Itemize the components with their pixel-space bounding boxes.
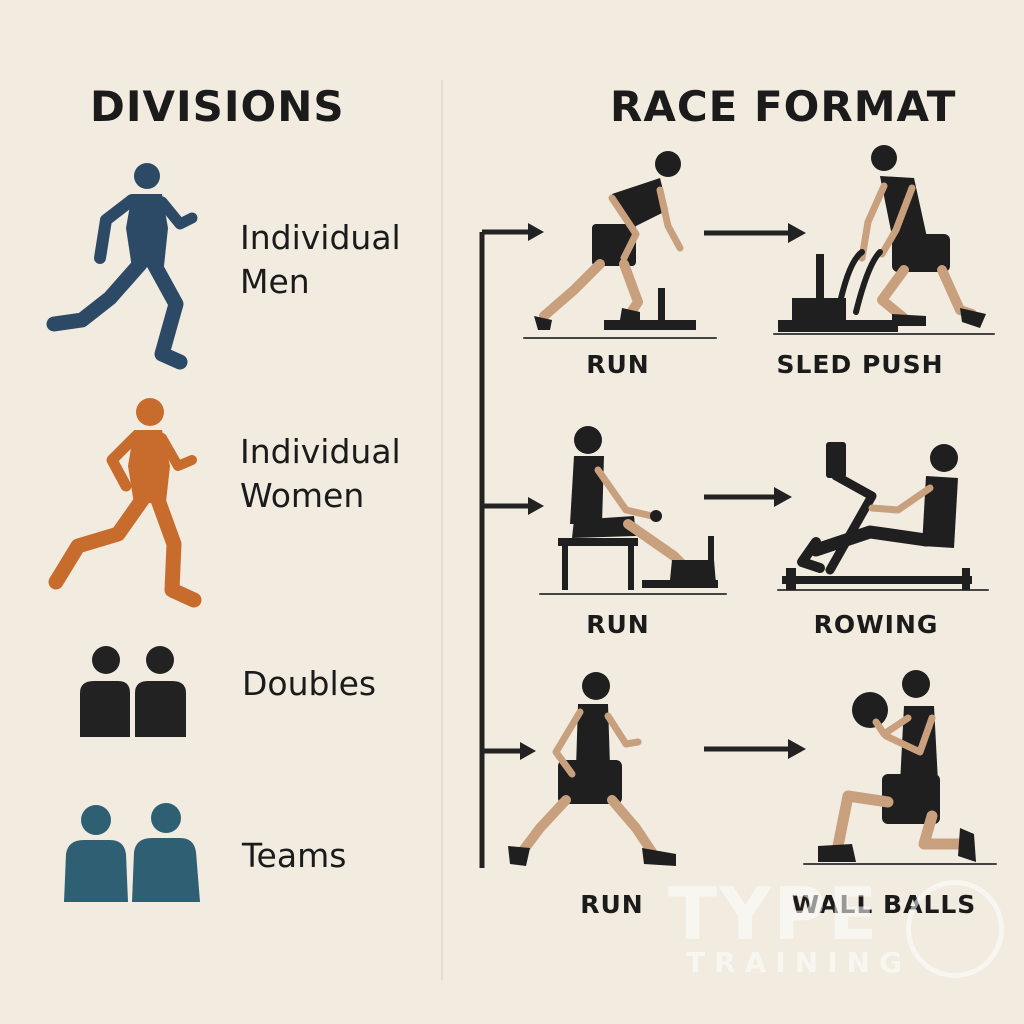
sled-push-figure-icon [773, 145, 995, 335]
division-label-doubles: Doubles [242, 664, 377, 703]
division-label-men: Individual Men [240, 218, 401, 301]
arrow-right-icon [704, 487, 792, 507]
division-label-teams: Teams [242, 836, 347, 875]
column-divider [441, 80, 443, 980]
watermark-logo-icon [906, 880, 1004, 978]
watermark-sub: TRAINING [686, 946, 912, 979]
divisions-heading: DIVISIONS [90, 82, 345, 131]
watermark-brand: TYPE [668, 872, 880, 956]
run-figure-icon [523, 151, 717, 339]
team-icon [64, 803, 200, 902]
race-format-heading: RACE FORMAT [610, 82, 957, 131]
brand-watermark: TYPE TRAINING [668, 872, 1008, 992]
flow-connector [479, 223, 544, 868]
arrow-right-icon [704, 739, 806, 759]
two-people-icon [80, 646, 186, 737]
rowing-figure-icon [777, 442, 989, 591]
lunge-figure-icon [508, 672, 676, 866]
step-label-rowing: ROWING [813, 610, 939, 639]
division-label-women: Individual Women [240, 432, 401, 515]
step-label-run-2: RUN [586, 610, 650, 639]
arrow-right-icon [704, 223, 806, 243]
step-label-run-1: RUN [586, 350, 650, 379]
wall-ball-figure-icon [803, 670, 997, 865]
seated-figure-icon [539, 426, 727, 595]
step-label-run-3: RUN [580, 890, 644, 919]
runner-woman-icon [48, 398, 202, 608]
step-label-sled-push: SLED PUSH [776, 350, 944, 379]
runner-man-icon [46, 163, 198, 370]
